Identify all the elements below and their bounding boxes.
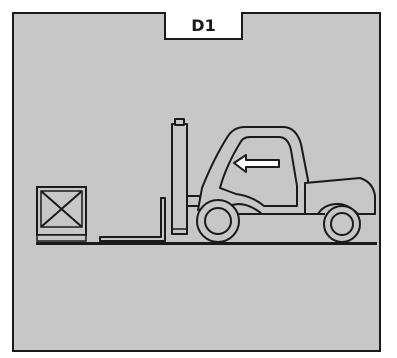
cab-window [219,136,298,207]
fork [99,197,166,242]
mast-top [174,118,185,126]
front-wheel [196,199,240,243]
mast [171,123,188,235]
arrow-left-icon [233,154,280,173]
rear-wheel [323,205,361,243]
panel-label: D1 [164,12,243,40]
crate-icon [36,186,87,242]
forklift-icon [99,118,376,243]
